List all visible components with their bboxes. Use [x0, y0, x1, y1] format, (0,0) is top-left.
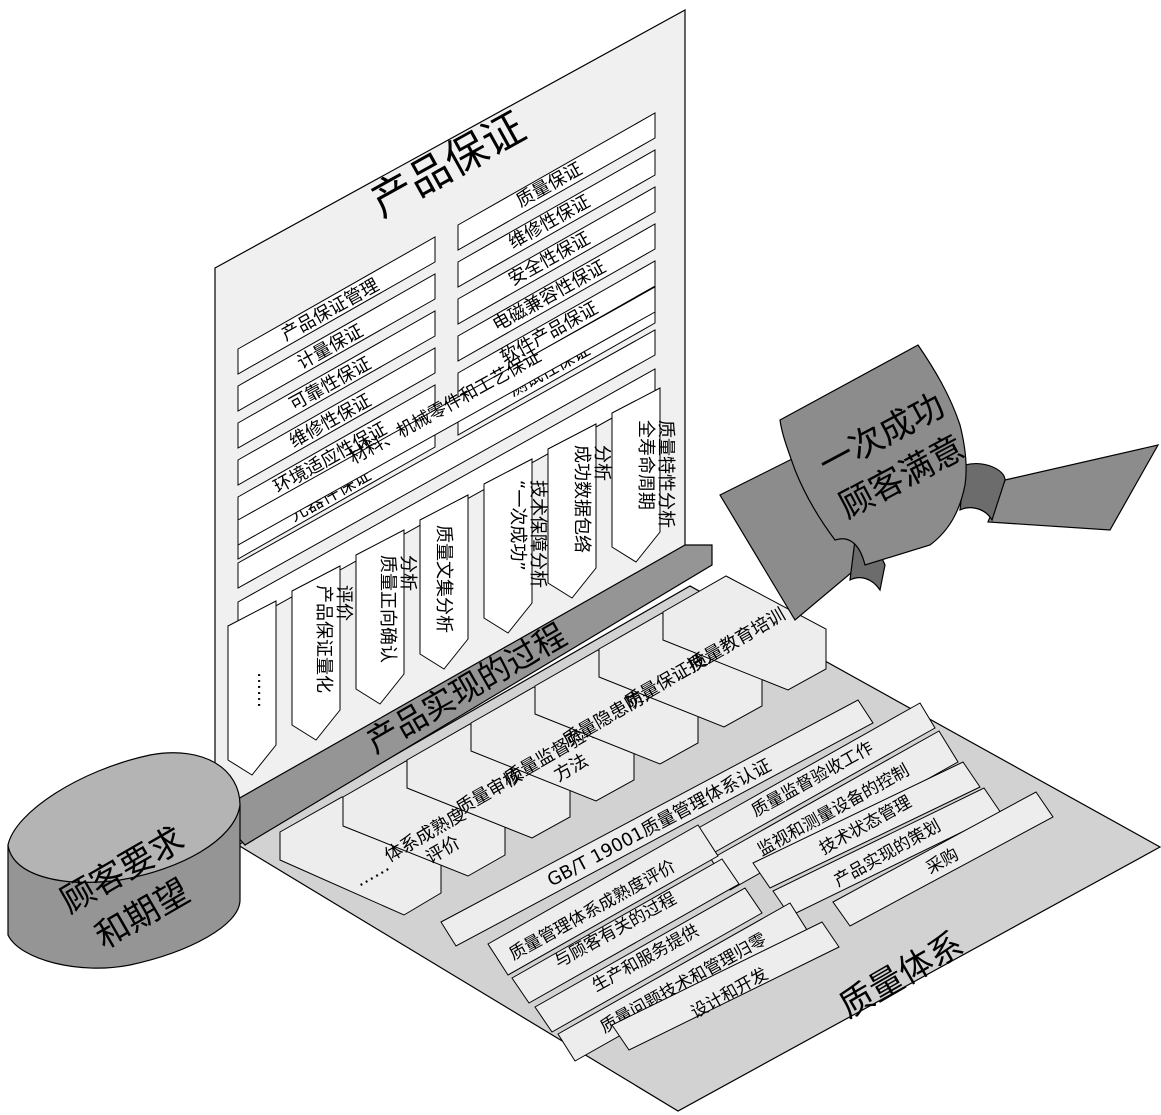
analysis-tab: 质量正向确认分析 [355, 529, 418, 705]
customer-cylinder: 顾客要求 和期望 [7, 752, 241, 969]
left-boxes: 产品保证管理 计量保证 可靠性保证 维修性保证 环境适应性保证 元器件保证 [237, 236, 436, 560]
analysis-tab: 质量文集分析 [419, 494, 469, 670]
upper-tab: 质量审核 [406, 723, 571, 839]
analysis-tab-label: 全寿命周期质量特性分析 [635, 420, 676, 528]
analysis-tab: 产品保证量化评价 [291, 565, 354, 741]
analysis-tab-label: 产品保证量化评价 [313, 585, 354, 693]
product-assurance-plane: 产品保证 质量保证 维修性保证 安全性保证 电磁兼容性保证 软件产品保证 测试性… [214, 8, 686, 814]
upper-tab: 体系成熟度评价 [342, 760, 506, 877]
success-banner: 一次成功 顾客满意 [719, 344, 1160, 621]
analysis-tab: 全寿命周期质量特性分析 [611, 387, 676, 563]
analysis-tab-label: 质量正向确认分析 [377, 555, 418, 663]
analysis-tab-label: …… [253, 672, 274, 708]
analysis-tab-label: 成功数据包络分析 [571, 445, 612, 553]
analysis-tab: “一次成功”技术保障分析 [483, 458, 548, 634]
upper-tab: 质量教育培训 [662, 575, 827, 691]
quality-system-plane: …… 体系成熟度评价 质量审核 质量监督验收方法 质量隐患防范 质量保证投入 [236, 575, 1161, 1112]
analysis-tab: 成功数据包络分析 [547, 423, 612, 599]
wide-box [237, 286, 656, 546]
analysis-tab-label: 质量文集分析 [433, 525, 454, 633]
analysis-tab-label: “一次成功”技术保障分析 [507, 480, 548, 588]
upper-tab: …… [279, 796, 442, 916]
analysis-tab: …… [227, 600, 277, 776]
empty-band [237, 329, 656, 589]
